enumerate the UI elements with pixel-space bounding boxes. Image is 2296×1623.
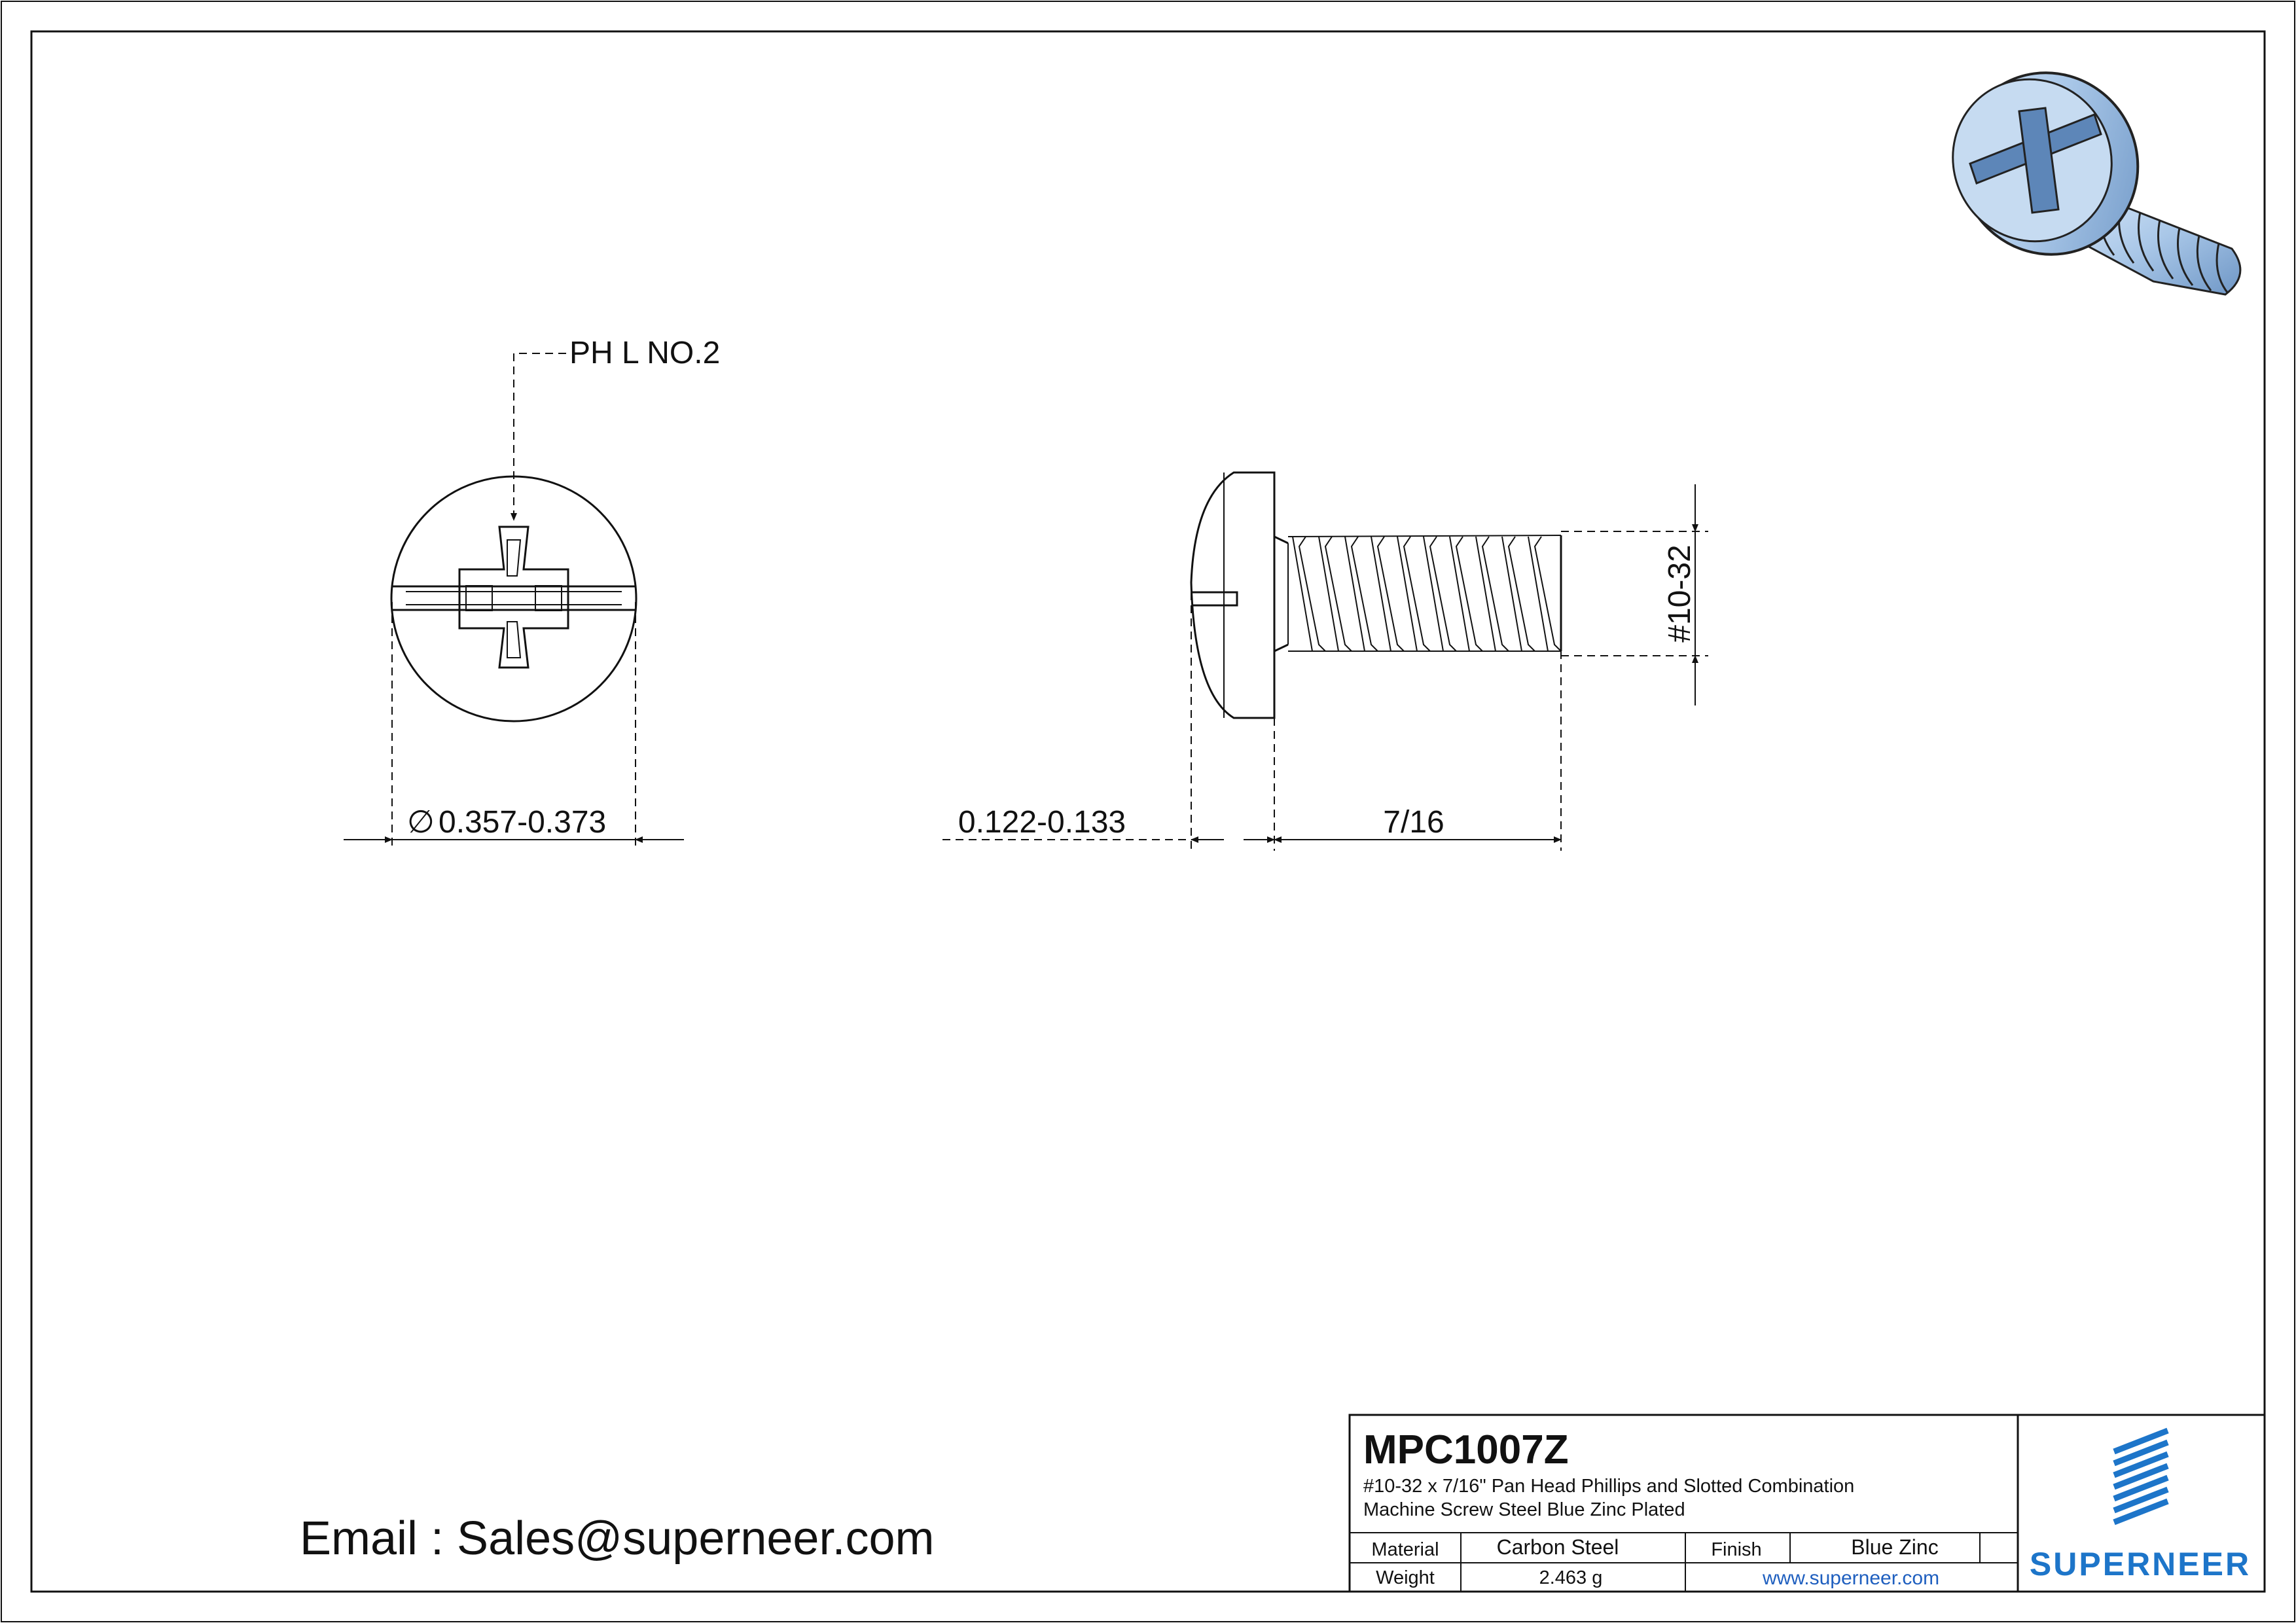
length-label: 7/16: [1383, 805, 1444, 840]
top-view: [390, 475, 637, 722]
head-diameter-dimension: ∅ 0.357-0.373: [344, 602, 684, 851]
diameter-symbol: ∅: [407, 805, 435, 840]
finish-label: Finish: [1711, 1539, 1761, 1560]
thread-size-dimension: #10-32: [1561, 484, 1708, 705]
material-label: Material: [1371, 1539, 1439, 1560]
weight-value: 2.463 g: [1539, 1567, 1603, 1588]
finish-value: Blue Zinc: [1851, 1535, 1938, 1559]
3d-screw-render-icon: [1952, 71, 2242, 296]
brand-name: SUPERNEER: [2030, 1546, 2251, 1582]
side-view: [1190, 471, 1562, 719]
website-link[interactable]: www.superneer.com: [1762, 1567, 1939, 1589]
superneer-logo-icon: [2113, 1427, 2169, 1525]
thread-size-label: #10-32: [1662, 544, 1697, 642]
weight-label: Weight: [1376, 1567, 1435, 1588]
inner-border: [30, 30, 2266, 1593]
part-number: MPC1007Z: [1363, 1427, 1569, 1472]
head-height-label: 0.122-0.133: [958, 805, 1126, 840]
material-value: Carbon Steel: [1497, 1535, 1619, 1559]
description-line-2: Machine Screw Steel Blue Zinc Plated: [1363, 1499, 1685, 1520]
head-diameter-label: 0.357-0.373: [439, 805, 606, 840]
drive-callout: PH L NO.2: [511, 336, 720, 521]
drive-callout-label: PH L NO.2: [569, 336, 720, 370]
contact-email: Email : Sales@superneer.com: [300, 1512, 935, 1565]
title-block: MPC1007Z #10-32 x 7/16" Pan Head Phillip…: [1348, 1414, 2266, 1593]
length-dimension: 0.122-0.133 7/16: [942, 592, 1562, 851]
description-line-1: #10-32 x 7/16" Pan Head Phillips and Slo…: [1363, 1476, 1854, 1497]
